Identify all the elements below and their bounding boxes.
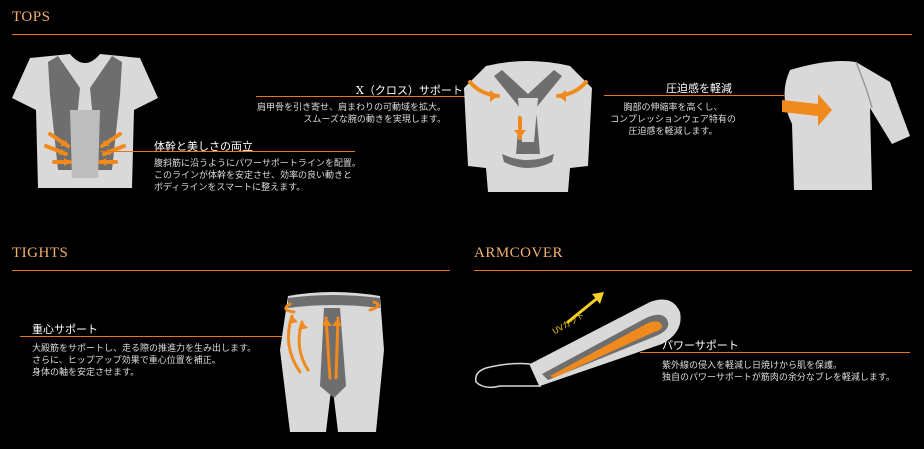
section-rule-armcover [474,270,912,271]
section-title-tops: TOPS [12,9,51,25]
trunk-description: 腹斜筋に沿うようにパワーサポートラインを配置。 このラインが体幹を安定させ、効率… [154,158,361,194]
x-support-line-1: 肩甲骨を引き寄せ、肩まわりの可動域を拡大。 [256,103,446,113]
trunk-line-1: 腹斜筋に沿うようにパワーサポートラインを配置。 [154,159,361,169]
center-support-description: 大殿筋をサポートし、走る際の推進力を生み出します。 さらに、ヒップアップ効果で重… [32,343,256,379]
tops-front-illustration [12,54,158,188]
section-rule-tops [12,34,912,35]
center-support-line-1: 大殿筋をサポートし、走る際の推進力を生み出します。 [32,344,257,354]
pressure-leader-line [604,95,784,96]
pressure-description: 胸部の伸縮率を高くし、 コンプレッションウェア特有の 圧迫感を軽減します。 [606,102,740,138]
power-support-leader-line [640,352,910,353]
center-support-line-2: さらに、ヒップアップ効果で重心位置を補正。 [32,356,221,366]
section-title-tights: TIGHTS [12,245,69,261]
tights-illustration [280,292,384,432]
pressure-line-1: 胸部の伸縮率を高くし、 [623,103,723,113]
center-support-leader-line [20,336,310,337]
pressure-line-3: 圧迫感を軽減します。 [628,127,718,137]
x-support-description: 肩甲骨を引き寄せ、肩まわりの可動域を拡大。 スムーズな腕の動きを実現します。 [240,102,446,126]
power-support-line-1: 紫外線の侵入を軽減し日焼けから肌を保護。 [662,361,843,371]
center-support-line-3: 身体の軸を安定させます。 [32,368,140,378]
section-rule-tights [12,270,450,271]
pressure-line-2: コンプレッションウェア特有の [610,115,736,125]
x-support-leader-line [256,96,516,97]
power-support-heading: パワーサポート [662,339,739,352]
trunk-heading: 体幹と美しさの両立 [154,140,253,153]
x-support-heading: X（クロス）サポート [356,84,463,97]
x-support-line-2: スムーズな腕の動きを実現します。 [303,115,446,125]
power-support-line-2: 独自のパワーサポートが筋肉の余分なブレを軽減します。 [662,373,895,383]
tops-back-illustration [464,61,592,192]
center-support-heading: 重心サポート [32,323,98,336]
trunk-line-2: このラインが体幹を安定させ、効率の良い動きと [154,171,353,181]
pressure-heading: 圧迫感を軽減 [666,82,732,95]
armcover-illustration [474,292,681,389]
trunk-leader-line [100,151,355,152]
tops-side-illustration [782,61,910,190]
trunk-line-3: ボディラインをスマートに整えます。 [154,183,306,193]
power-support-description: 紫外線の侵入を軽減し日焼けから肌を保護。 独自のパワーサポートが筋肉の余分なブレ… [662,360,895,384]
section-title-armcover: ARMCOVER [474,245,564,261]
